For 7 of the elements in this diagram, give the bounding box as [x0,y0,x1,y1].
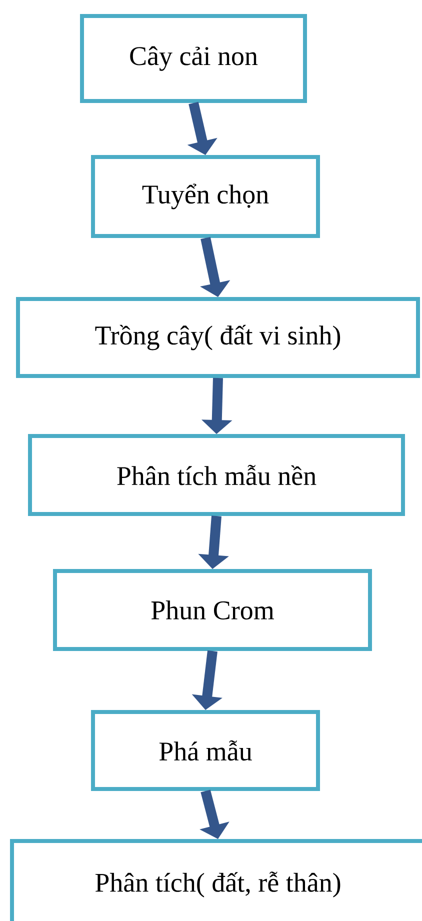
process-box: Cây cải non [80,14,307,103]
process-box: Phân tích mẫu nền [28,434,405,516]
process-box: Phá mẫu [91,710,320,791]
process-box: Tuyển chọn [91,155,320,238]
process-box: Trồng cây( đất vi sinh) [16,297,420,378]
process-box: Phân tích( đất, rễ thân) [10,839,422,921]
process-box: Phun Crom [53,569,372,651]
